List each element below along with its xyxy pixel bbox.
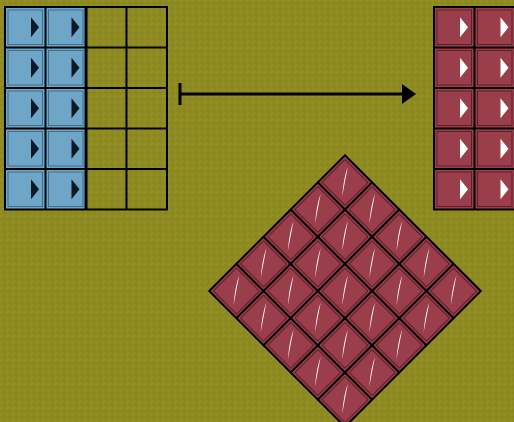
result-grid [433, 6, 514, 211]
source-tile[interactable] [44, 6, 87, 49]
transform-arrow [178, 83, 416, 105]
source-tile[interactable] [4, 127, 47, 170]
triangle-right-icon [71, 138, 80, 159]
triangle-right-icon [460, 98, 468, 119]
result-tile[interactable] [433, 168, 476, 211]
result-tile[interactable] [433, 127, 476, 170]
source-tile[interactable] [44, 46, 87, 89]
triangle-right-icon [71, 179, 80, 200]
triangle-right-icon [71, 57, 80, 78]
triangle-right-icon [31, 179, 39, 200]
result-tile[interactable] [473, 127, 514, 170]
source-grid [4, 6, 168, 211]
triangle-right-icon [460, 138, 468, 159]
triangle-right-icon [460, 57, 468, 78]
rotated-grid[interactable] [207, 153, 483, 422]
result-tile[interactable] [433, 46, 476, 89]
result-tile[interactable] [433, 87, 476, 130]
triangle-right-icon [31, 17, 39, 38]
triangle-right-icon [31, 138, 39, 159]
source-tile[interactable] [4, 6, 47, 49]
triangle-right-icon [500, 98, 509, 119]
source-tile[interactable] [4, 168, 47, 211]
triangle-right-icon [71, 17, 80, 38]
triangle-right-icon [500, 57, 509, 78]
result-tile[interactable] [473, 46, 514, 89]
result-tile[interactable] [433, 6, 476, 49]
triangle-right-icon [500, 138, 509, 159]
source-tile[interactable] [44, 168, 87, 211]
triangle-right-icon [460, 179, 468, 200]
result-tile[interactable] [473, 87, 514, 130]
source-tile[interactable] [44, 87, 87, 130]
source-tile[interactable] [4, 46, 47, 89]
source-tile[interactable] [4, 87, 47, 130]
triangle-right-icon [31, 98, 39, 119]
empty-cell[interactable] [125, 168, 168, 211]
arrow-head-icon [402, 84, 416, 104]
result-tile[interactable] [473, 168, 514, 211]
triangle-right-icon [500, 17, 509, 38]
triangle-right-icon [500, 179, 509, 200]
triangle-right-icon [31, 57, 39, 78]
source-tile[interactable] [44, 127, 87, 170]
result-tile[interactable] [473, 6, 514, 49]
rotated-tile[interactable] [425, 262, 483, 320]
triangle-right-icon [460, 17, 468, 38]
triangle-right-icon [71, 98, 80, 119]
